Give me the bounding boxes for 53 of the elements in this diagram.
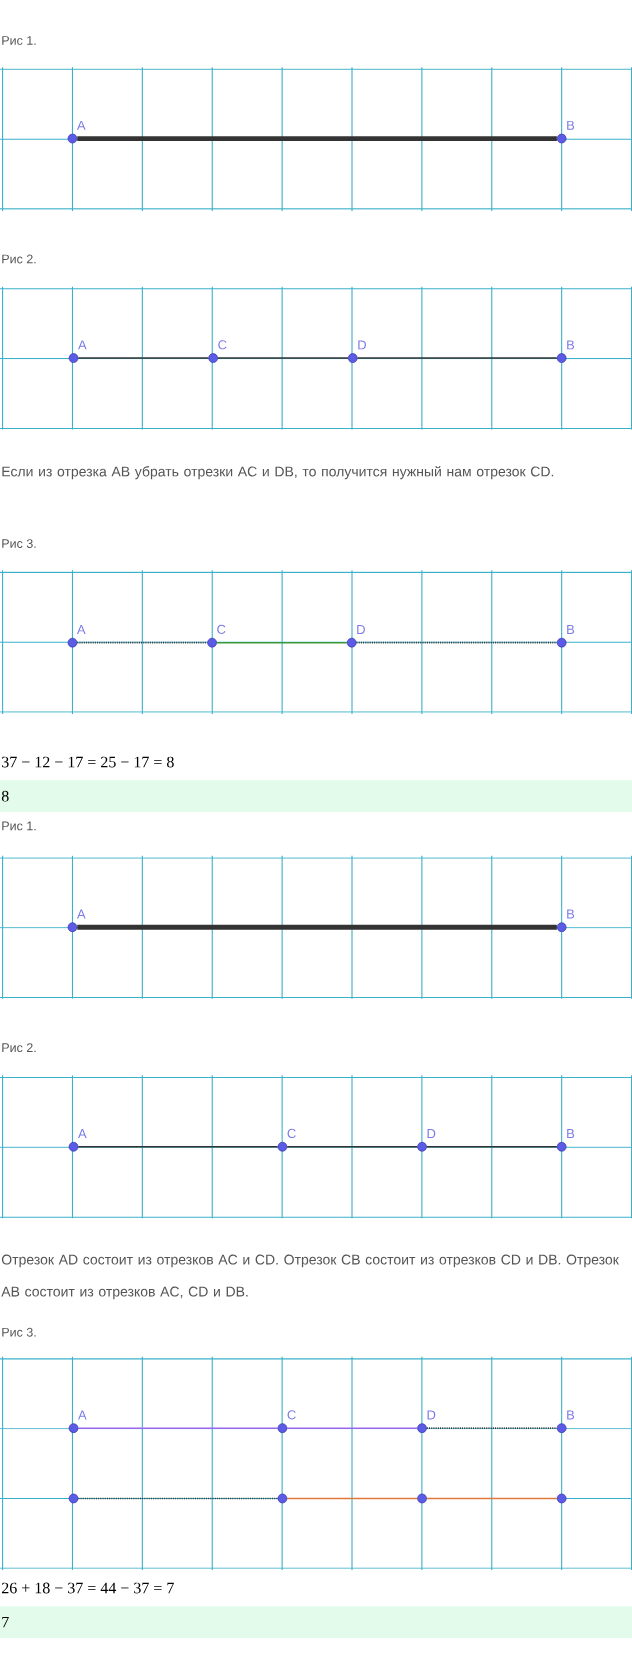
- segment: [217, 357, 349, 359]
- point-label: C: [287, 1410, 296, 1420]
- point-label: D: [427, 1410, 436, 1420]
- segment: [76, 641, 209, 644]
- segment: [77, 136, 557, 141]
- figure-caption: Рис 3.: [2, 539, 36, 548]
- point-label: A: [78, 1129, 87, 1139]
- segment: [426, 1146, 558, 1148]
- point-label: A: [78, 1410, 87, 1420]
- point-label: C: [217, 624, 226, 634]
- equation: 37 − 12 − 17 = 25 − 17 = 8: [2, 756, 174, 768]
- segment: [426, 1427, 558, 1429]
- point: [556, 1493, 567, 1504]
- point: [68, 1493, 79, 1504]
- point-label: B: [567, 340, 575, 350]
- point-label: C: [218, 340, 227, 350]
- point-label: A: [76, 909, 86, 919]
- segment: [77, 1146, 279, 1148]
- point-label: B: [567, 120, 575, 130]
- segment: [286, 1146, 418, 1148]
- answer-band: 7: [0, 1606, 632, 1639]
- figure-caption: Рис 3.: [2, 1327, 36, 1337]
- point-label: B: [567, 1410, 575, 1420]
- point: [417, 1493, 427, 1504]
- segment: [77, 924, 557, 930]
- segment: [77, 1427, 279, 1429]
- segment: [286, 1497, 418, 1500]
- figure-caption: Рис 2.: [2, 1043, 36, 1053]
- figure-caption: Рис 1.: [2, 821, 36, 831]
- segment: [355, 641, 558, 644]
- point-label: B: [567, 625, 575, 634]
- segment: [77, 357, 210, 359]
- segment: [216, 641, 348, 644]
- figure-caption: Рис 2.: [2, 254, 36, 264]
- figure-caption: Рис 1.: [2, 36, 36, 45]
- point-label: D: [357, 625, 365, 634]
- point-label: A: [76, 120, 86, 130]
- point-label: C: [287, 1128, 296, 1139]
- segment: [356, 357, 558, 359]
- paragraph: Если из отрезка AB убрать отрезки AC и DB, то получится нужный нам отрезок CD.: [2, 465, 554, 480]
- segment: [426, 1497, 558, 1500]
- equation: 26 + 18 − 37 = 44 − 37 = 7: [2, 1582, 174, 1594]
- point-label: B: [567, 909, 575, 919]
- point-label: B: [567, 1129, 575, 1139]
- point-label: A: [76, 625, 86, 634]
- point-label: A: [78, 340, 87, 350]
- segment: [77, 1497, 279, 1500]
- answer-band: 8: [0, 780, 632, 813]
- point: [277, 1493, 288, 1504]
- point-label: D: [427, 1129, 436, 1139]
- segment: [286, 1427, 418, 1429]
- point-label: D: [358, 340, 366, 350]
- paragraph: Отрезок AD состоит из отрезков AC и CD. Отрезок CB состоит из отрезков CD и DB. Отрезок AB состоит из отрезков AC, CD и DB.: [1, 1254, 619, 1300]
